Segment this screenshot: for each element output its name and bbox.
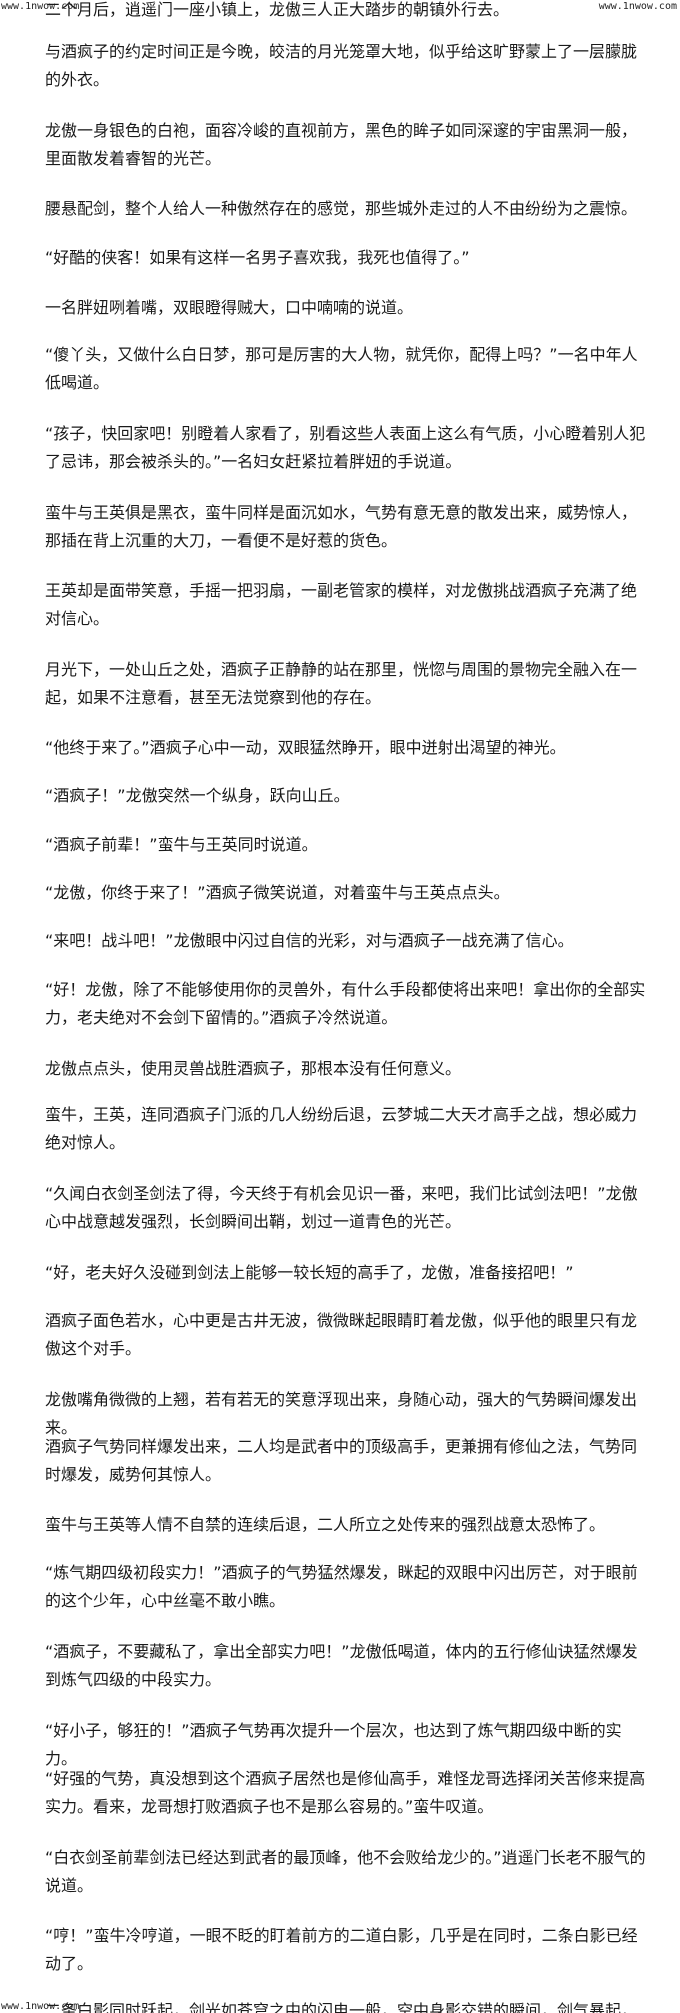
paragraph: “酒疯子，不要藏私了，拿出全部实力吧！”龙傲低喝道，体内的五行修仙诀猛然爆发到炼… [45, 1642, 638, 1689]
watermark-top-left: www.1nwow.com [1, 1, 80, 12]
watermark-bottom-left: www.1nwow.com [1, 2001, 80, 2012]
paragraph: 与酒疯子的约定时间正是今晚，皎洁的月光笼罩大地，似乎给这旷野蒙上了一层朦胧的外衣… [45, 42, 638, 89]
paragraph: 龙傲嘴角微微的上翘，若有若无的笑意浮现出来，身随心动，强大的气势瞬间爆发出来。 [45, 1390, 638, 1437]
paragraph: “久闻白衣剑圣剑法了得，今天终于有机会见识一番，来吧，我们比试剑法吧！”龙傲心中… [45, 1184, 638, 1231]
paragraph: 蛮牛，王英，连同酒疯子门派的几人纷纷后退，云梦城二大天才高手之战，想必威力绝对惊… [45, 1105, 638, 1152]
paragraph: “哼！”蛮牛冷哼道，一眼不眨的盯着前方的二道白影，几乎是在同时，二条白影已经动了… [45, 1926, 638, 1973]
paragraph: 酒疯子气势同样爆发出来，二人均是武者中的顶级高手，更兼拥有修仙之法，气势同时爆发… [45, 1437, 638, 1484]
watermark-top-right: www.1nwow.com [598, 1, 677, 12]
paragraph: “好强的气势，真没想到这个酒疯子居然也是修仙高手，难怪龙哥选择闭关苦修来提高实力… [45, 1769, 646, 1816]
paragraph: “傻丫头，又做什么白日梦，那可是厉害的大人物，就凭你，配得上吗？”一名中年人低喝… [45, 345, 638, 392]
paragraph: “炼气期四级初段实力！”酒疯子的气势猛然爆发，眯起的双眼中闪出厉芒，对于眼前的这… [45, 1563, 638, 1610]
paragraph: “龙傲，你终于来了！”酒疯子微笑说道，对着蛮牛与王英点点头。 [45, 883, 510, 902]
paragraph: 一名胖妞咧着嘴，双眼瞪得贼大，口中喃喃的说道。 [45, 298, 414, 317]
paragraph: 蛮牛与王英等人情不自禁的连续后退，二人所立之处传来的强烈战意太恐怖了。 [45, 1515, 606, 1534]
paragraph: 龙傲一身银色的白袍，面容冷峻的直视前方，黑色的眸子如同深邃的宇宙黑洞一般，里面散… [45, 121, 638, 168]
paragraph: “他终于来了。”酒疯子心中一动，双眼猛然睁开，眼中迸射出渴望的神光。 [45, 738, 566, 757]
paragraph: “好，老夫好久没碰到剑法上能够一较长短的高手了，龙傲，准备接招吧！” [45, 1263, 574, 1282]
paragraph: 腰悬配剑，整个人给人一种傲然存在的感觉，那些城外走过的人不由纷纷为之震惊。 [45, 199, 638, 218]
paragraph: “好小子，够狂的！”酒疯子气势再次提升一个层次，也达到了炼气期四级中断的实力。 [45, 1721, 622, 1768]
paragraph: 二个月后，逍遥门一座小镇上，龙傲三人正大踏步的朝镇外行去。 [45, 0, 510, 19]
paragraph: 酒疯子面色若水，心中更是古井无波，微微眯起眼睛盯着龙傲，似乎他的眼里只有龙傲这个… [45, 1311, 638, 1358]
paragraph: “来吧！战斗吧！”龙傲眼中闪过自信的光彩，对与酒疯子一战充满了信心。 [45, 931, 574, 950]
paragraph: “酒疯子！”龙傲突然一个纵身，跃向山丘。 [45, 786, 350, 805]
paragraph: “好！龙傲，除了不能够使用你的灵兽外，有什么手段都使将出来吧！拿出你的全部实力，… [45, 980, 646, 1027]
paragraph: “白衣剑圣前辈剑法已经达到武者的最顶峰，他不会败给龙少的。”逍遥门长老不服气的说… [45, 1848, 646, 1895]
paragraph: “好酷的侠客！如果有这样一名男子喜欢我，我死也值得了。” [45, 248, 470, 267]
paragraph: 王英却是面带笑意，手摇一把羽扇，一副老管家的模样，对龙傲挑战酒疯子充满了绝对信心… [45, 581, 638, 628]
paragraph: “孩子，快回家吧！别瞪着人家看了，别看这些人表面上这么有气质，小心瞪着别人犯了忌… [45, 424, 646, 471]
paragraph: 龙傲点点头，使用灵兽战胜酒疯子，那根本没有任何意义。 [45, 1059, 462, 1078]
paragraph: 蛮牛与王英俱是黑衣，蛮牛同样是面沉如水，气势有意无意的散发出来，威势惊人，那插在… [45, 503, 638, 550]
paragraph: 月光下，一处山丘之处，酒疯子正静静的站在那里，恍惚与周围的景物完全融入在一起，如… [45, 660, 638, 707]
paragraph: 二条白影同时跃起，剑光如苍穹之中的闪电一般，空中身影交错的瞬间，剑气暴起，一阵阵… [45, 2001, 638, 2013]
paragraph: “酒疯子前辈！”蛮牛与王英同时说道。 [45, 835, 318, 854]
